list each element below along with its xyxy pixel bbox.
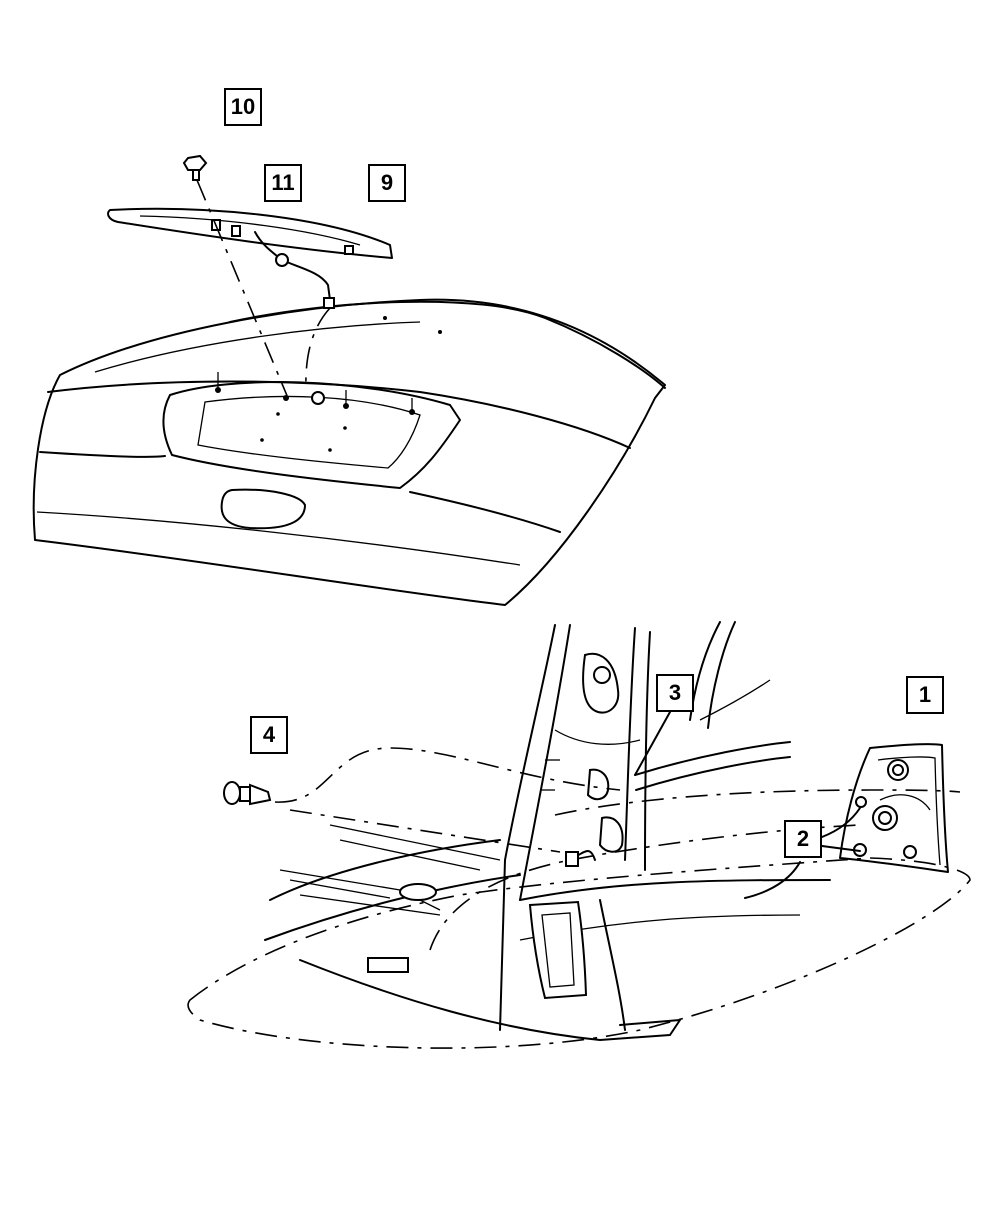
callout-1: 1 xyxy=(906,676,944,714)
spoiler-light xyxy=(107,154,393,309)
rear-body-structure xyxy=(264,621,831,1041)
callout-10: 10 xyxy=(224,88,262,126)
callout-9: 9 xyxy=(368,164,406,202)
tail-lamp xyxy=(839,743,949,873)
bolt-icon xyxy=(182,154,208,181)
callout-11: 11 xyxy=(264,164,302,202)
clip-fastener-icon xyxy=(223,781,272,806)
decklid xyxy=(32,298,666,606)
callout-2: 2 xyxy=(784,820,822,858)
callout-4: 4 xyxy=(250,716,288,754)
callout-3: 3 xyxy=(656,674,694,712)
